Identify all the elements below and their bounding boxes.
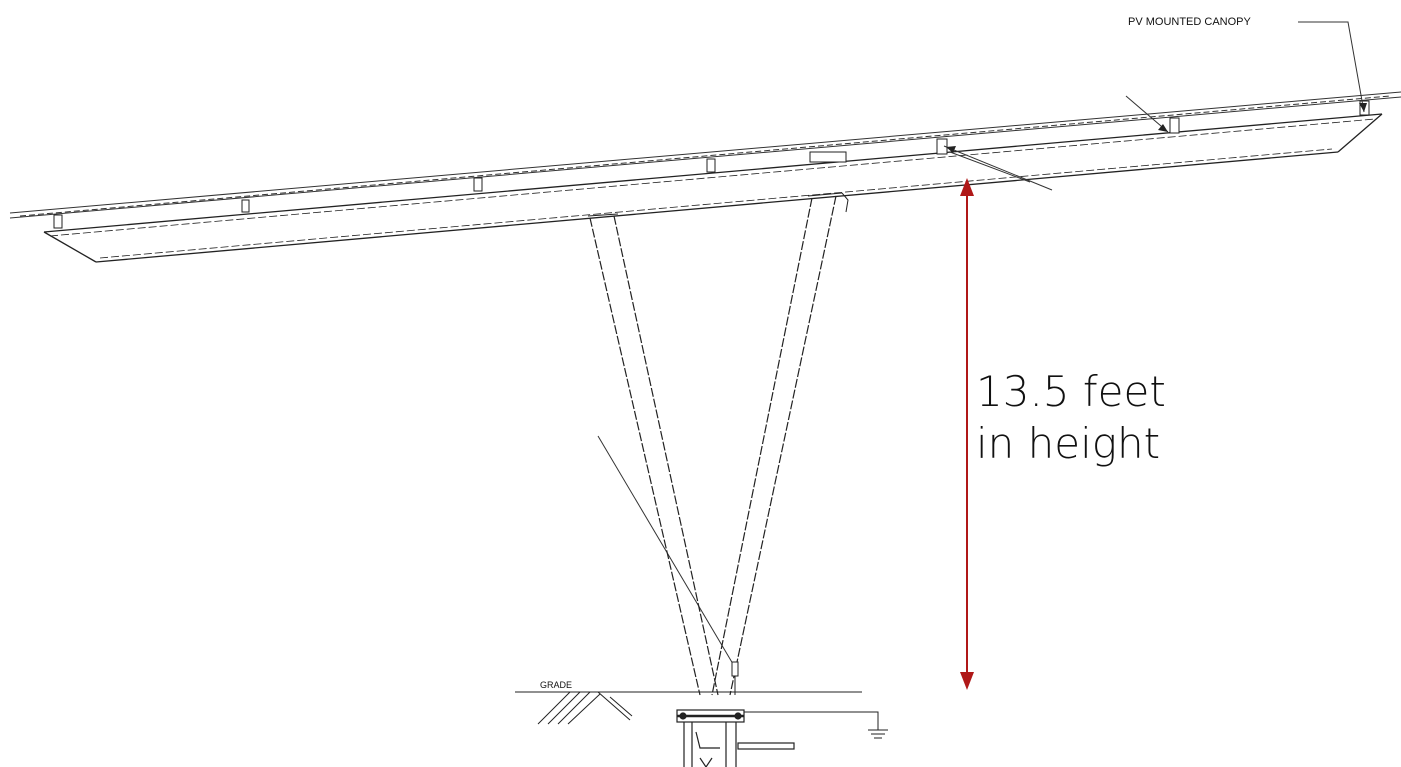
leader-lines (597, 21, 1365, 665)
canopy-top-rail (9, 91, 1401, 219)
height-dimension-arrow (960, 178, 974, 690)
canopy-beam (43, 113, 1383, 263)
canopy-label: PV MOUNTED CANOPY (1128, 16, 1252, 28)
v-column (589, 195, 837, 696)
height-annotation: 13.5 feet in height (976, 366, 1166, 470)
leader-arrowheads (946, 103, 1367, 153)
base-device (731, 661, 739, 695)
ground-symbol (744, 711, 888, 739)
height-annotation-line2: in height (976, 419, 1161, 468)
grade-label: GRADE (540, 680, 572, 690)
mounting-clips (53, 100, 1370, 229)
grade (515, 691, 862, 725)
foundation (676, 709, 795, 767)
column-caps (587, 192, 849, 217)
height-annotation-line1: 13.5 feet (976, 367, 1166, 416)
